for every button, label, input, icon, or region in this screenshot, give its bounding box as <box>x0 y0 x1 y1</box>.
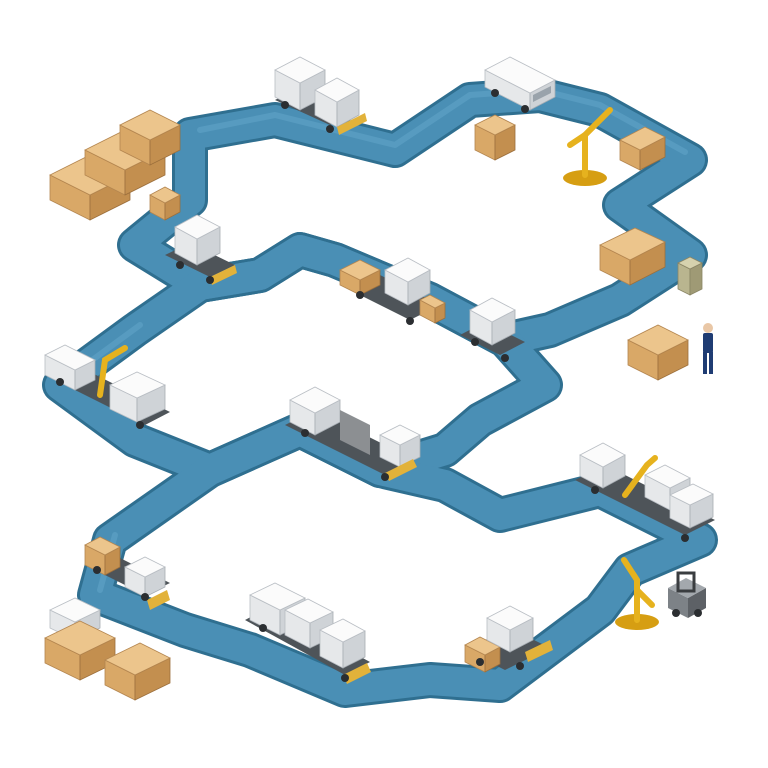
white-crate-truck <box>84 536 170 610</box>
white-crate-truck <box>165 214 237 285</box>
worker-figure <box>703 323 713 374</box>
white-crate-truck <box>274 56 367 135</box>
cardboard-box-stack <box>599 227 666 286</box>
white-crate-truck <box>575 442 715 542</box>
forklift <box>668 571 706 618</box>
white-crate-truck <box>339 257 446 325</box>
cardboard-box <box>627 324 689 381</box>
cardboard-box <box>149 186 181 221</box>
cardboard-box <box>677 256 703 296</box>
yellow-robotic-arm <box>615 557 659 630</box>
white-crate-truck <box>245 582 371 684</box>
white-crate-truck <box>464 605 553 673</box>
cardboard-box <box>474 114 516 161</box>
white-crate-truck <box>460 297 525 362</box>
white-crate-truck <box>44 344 170 429</box>
conveyor-highlight <box>197 87 688 155</box>
cardboard-box-stack <box>619 126 666 171</box>
delivery-van <box>484 56 556 113</box>
conveyor-belt-bottom <box>80 415 715 705</box>
forklift <box>285 386 421 481</box>
cardboard-box-stack <box>49 109 181 221</box>
cardboard-box-stack <box>44 597 171 701</box>
yellow-robotic-arm <box>563 107 613 186</box>
